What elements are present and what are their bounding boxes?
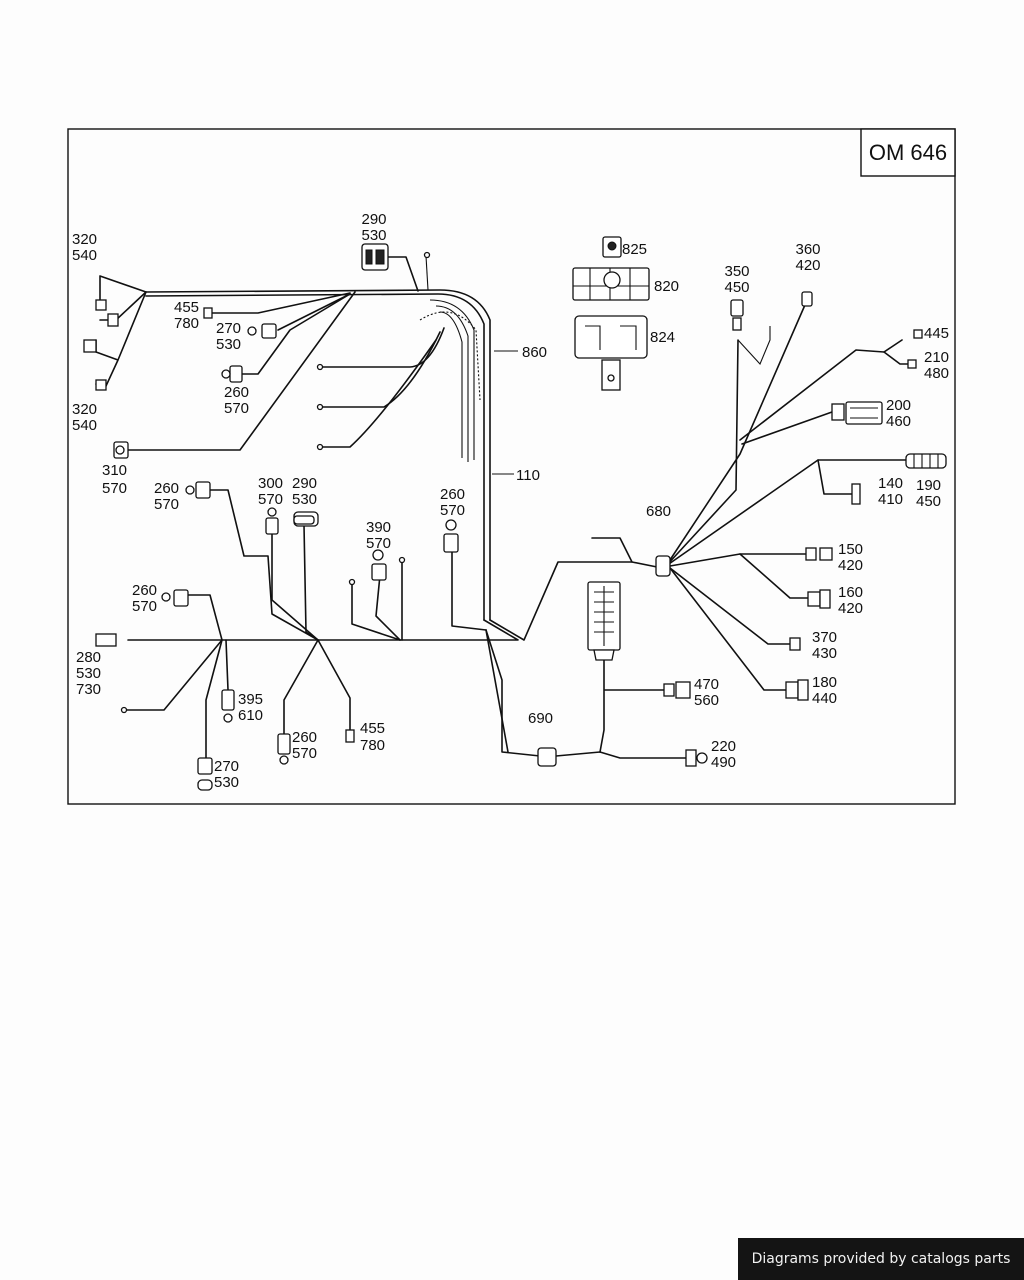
callout-730: 730: [76, 681, 101, 698]
callout-350: 350: [724, 263, 749, 280]
callout-200: 200: [886, 397, 911, 414]
callout-450b: 450: [916, 493, 941, 510]
callout-480: 480: [924, 365, 949, 382]
callout-410: 410: [878, 491, 903, 508]
callout-320-bottom: 320: [72, 401, 97, 418]
components: [83, 236, 947, 791]
callout-570-b: 570: [154, 496, 179, 513]
callout-420: 420: [795, 257, 820, 274]
grommet-680: [655, 555, 671, 577]
callout-780-b: 780: [360, 737, 385, 754]
callout-260-b: 260: [154, 480, 179, 497]
callout-360: 360: [795, 241, 820, 258]
callout-370: 370: [812, 629, 837, 646]
callout-110: 110: [516, 467, 540, 484]
callout-320-top: 320: [72, 231, 97, 248]
callout-530-b: 530: [292, 491, 317, 508]
callout-390: 390: [366, 519, 391, 536]
callout-820: 820: [654, 278, 679, 295]
callout-220: 220: [711, 738, 736, 755]
callout-190: 190: [916, 477, 941, 494]
callout-140: 140: [878, 475, 903, 492]
callout-420-160: 420: [838, 600, 863, 617]
callout-530-270b: 530: [214, 774, 239, 791]
callout-860: 860: [522, 344, 547, 361]
callout-260-c: 260: [440, 486, 465, 503]
callout-290-b: 290: [292, 475, 317, 492]
callout-430: 430: [812, 645, 837, 662]
footer-credit: Diagrams provided by catalogs parts: [738, 1238, 1024, 1280]
callout-180: 180: [812, 674, 837, 691]
callout-570-d: 570: [132, 598, 157, 615]
callout-530-280: 530: [76, 665, 101, 682]
callout-440: 440: [812, 690, 837, 707]
title-box: [860, 128, 956, 177]
callout-280: 280: [76, 649, 101, 666]
diagram-frame: [67, 128, 956, 805]
callout-445: 445: [924, 325, 949, 342]
sensor-690: [537, 747, 557, 767]
connector-350: [730, 299, 744, 317]
connector-200: [831, 403, 845, 421]
title-om646: OM 646: [869, 140, 947, 165]
callout-570-c: 570: [440, 502, 465, 519]
callout-824: 824: [650, 329, 675, 346]
callout-540-top: 540: [72, 247, 97, 264]
callout-610: 610: [238, 707, 263, 724]
callout-530-top: 530: [216, 336, 241, 353]
callout-470: 470: [694, 676, 719, 693]
harness-wires: [95, 255, 909, 759]
callout-530: 530: [361, 227, 386, 244]
callout-460: 460: [886, 413, 911, 430]
callout-455-top: 455: [174, 299, 199, 316]
callout-825: 825: [622, 241, 647, 258]
callout-450: 450: [724, 279, 749, 296]
sensor-190: [905, 453, 947, 469]
callout-420-150: 420: [838, 557, 863, 574]
callout-270-b: 270: [214, 758, 239, 775]
callout-310: 310: [102, 462, 127, 479]
connector-360: [801, 291, 813, 307]
callout-260-a: 260: [224, 384, 249, 401]
callout-150: 150: [838, 541, 863, 558]
callout-570-e: 570: [292, 745, 317, 762]
callout-690: 690: [528, 710, 553, 727]
callout-780-top: 780: [174, 315, 199, 332]
callout-395: 395: [238, 691, 263, 708]
callout-570-300: 570: [258, 491, 283, 508]
callout-260-d: 260: [132, 582, 157, 599]
callout-560: 560: [694, 692, 719, 709]
callout-160: 160: [838, 584, 863, 601]
callout-210: 210: [924, 349, 949, 366]
callout-455-b: 455: [360, 720, 385, 737]
callout-490: 490: [711, 754, 736, 771]
callout-570-310: 570: [102, 480, 127, 497]
callout-540-bottom: 540: [72, 417, 97, 434]
callout-570-390: 570: [366, 535, 391, 552]
callout-680: 680: [646, 503, 671, 520]
callouts: 290 530 825 820 824 860 110 350 450 360 …: [72, 211, 949, 791]
callout-260-e: 260: [292, 729, 317, 746]
callout-290: 290: [361, 211, 386, 228]
callout-300: 300: [258, 475, 283, 492]
callout-570-a: 570: [224, 400, 249, 417]
callout-270-top: 270: [216, 320, 241, 337]
